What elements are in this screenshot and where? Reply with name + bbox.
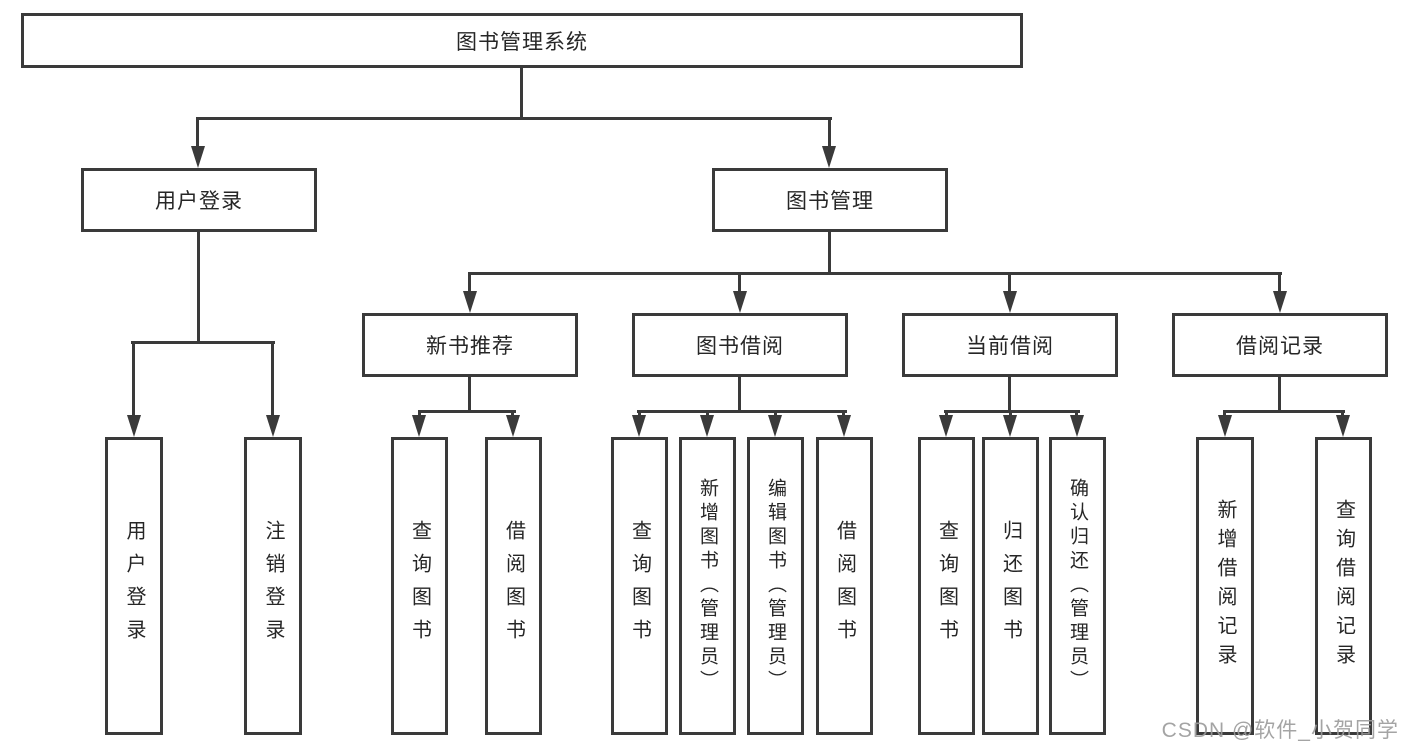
node-book-borrowing: 图书借阅 <box>632 313 848 377</box>
connector-arrow <box>463 291 477 313</box>
leaf-query-books-borrowing-label: 查询图书 <box>628 520 651 652</box>
leaf-logout: 注销登录 <box>244 437 302 735</box>
connector-line <box>706 410 709 418</box>
connector-line <box>1075 410 1078 418</box>
node-user-login-branch: 用户登录 <box>81 168 317 232</box>
connector-arrow <box>822 146 836 168</box>
connector-line <box>1008 272 1011 293</box>
leaf-edit-books-admin: 编辑图书（管理员） <box>747 437 804 735</box>
connector-arrow <box>1003 291 1017 313</box>
leaf-return-books-label: 归还图书 <box>999 520 1022 652</box>
connector-line <box>828 117 831 148</box>
connector-line <box>637 410 847 413</box>
node-borrowing-records: 借阅记录 <box>1172 313 1388 377</box>
connector-line <box>1223 410 1345 413</box>
leaf-add-books-admin-label: 新增图书（管理员） <box>697 478 718 694</box>
node-root-label: 图书管理系统 <box>456 30 588 54</box>
connector-line <box>638 410 641 418</box>
leaf-borrow-books-recommend: 借阅图书 <box>485 437 542 735</box>
node-new-book-recommend-label: 新书推荐 <box>426 335 514 358</box>
connector-line <box>738 272 741 293</box>
connector-arrow <box>768 415 782 437</box>
leaf-query-borrowing-record: 查询借阅记录 <box>1315 437 1372 735</box>
connector-arrow <box>939 415 953 437</box>
leaf-add-books-admin: 新增图书（管理员） <box>679 437 736 735</box>
connector-line <box>1341 410 1344 418</box>
connector-line <box>1009 410 1012 418</box>
connector-line <box>468 377 471 413</box>
connector-line <box>520 68 523 119</box>
connector-arrow <box>1003 415 1017 437</box>
connector-line <box>1278 272 1281 293</box>
connector-line <box>418 410 516 413</box>
node-root-system: 图书管理系统 <box>21 13 1023 68</box>
connector-line <box>944 410 1080 413</box>
leaf-query-borrowing-record-label: 查询借阅记录 <box>1332 499 1355 673</box>
connector-line <box>131 341 275 344</box>
leaf-add-borrowing-record: 新增借阅记录 <box>1196 437 1254 735</box>
node-book-borrowing-label: 图书借阅 <box>696 335 784 358</box>
csdn-watermark: CSDN @软件_小贺同学 <box>1161 719 1399 742</box>
node-borrowing-records-label: 借阅记录 <box>1236 335 1324 358</box>
connector-line <box>418 410 421 418</box>
leaf-edit-books-admin-label: 编辑图书（管理员） <box>765 478 786 694</box>
connector-arrow <box>632 415 646 437</box>
connector-line <box>1008 377 1011 413</box>
connector-arrow <box>1336 415 1350 437</box>
leaf-query-books-recommend-label: 查询图书 <box>408 520 431 652</box>
leaf-query-books-recommend: 查询图书 <box>391 437 448 735</box>
leaf-query-books-current: 查询图书 <box>918 437 975 735</box>
connector-arrow <box>191 146 205 168</box>
connector-arrow <box>1070 415 1084 437</box>
connector-arrow <box>412 415 426 437</box>
connector-line <box>774 410 777 418</box>
connector-arrow <box>733 291 747 313</box>
node-book-management-branch: 图书管理 <box>712 168 948 232</box>
connector-line <box>738 377 741 413</box>
node-current-borrowing: 当前借阅 <box>902 313 1118 377</box>
leaf-confirm-return-admin: 确认归还（管理员） <box>1049 437 1106 735</box>
connector-line <box>1223 410 1226 418</box>
connector-line <box>468 272 1282 275</box>
connector-line <box>511 410 514 418</box>
connector-line <box>468 272 471 293</box>
leaf-confirm-return-admin-label: 确认归还（管理员） <box>1067 478 1088 694</box>
leaf-add-borrowing-record-label: 新增借阅记录 <box>1214 499 1236 673</box>
node-current-borrowing-label: 当前借阅 <box>966 335 1054 358</box>
connector-line <box>271 341 274 417</box>
connector-arrow <box>266 415 280 437</box>
connector-line <box>196 117 199 148</box>
connector-arrow <box>506 415 520 437</box>
connector-arrow <box>1218 415 1232 437</box>
leaf-user-login-label: 用户登录 <box>123 520 145 652</box>
leaf-logout-label: 注销登录 <box>262 520 284 652</box>
connector-arrow <box>127 415 141 437</box>
connector-line <box>842 410 845 418</box>
node-new-book-recommend: 新书推荐 <box>362 313 578 377</box>
node-user-login-branch-label: 用户登录 <box>155 190 243 213</box>
connector-line <box>132 341 135 417</box>
leaf-return-books: 归还图书 <box>982 437 1039 735</box>
connector-arrow <box>1273 291 1287 313</box>
leaf-user-login: 用户登录 <box>105 437 163 735</box>
connector-line <box>945 410 948 418</box>
leaf-query-books-borrowing: 查询图书 <box>611 437 668 735</box>
leaf-query-books-current-label: 查询图书 <box>935 520 958 652</box>
leaf-borrow-books-borrowing-label: 借阅图书 <box>833 520 856 652</box>
connector-line <box>828 232 831 275</box>
connector-line <box>1278 377 1281 413</box>
node-book-management-branch-label: 图书管理 <box>786 190 874 213</box>
connector-line <box>196 117 832 120</box>
connector-arrow <box>837 415 851 437</box>
leaf-borrow-books-borrowing: 借阅图书 <box>816 437 873 735</box>
leaf-borrow-books-recommend-label: 借阅图书 <box>502 520 525 652</box>
connector-line <box>197 232 200 343</box>
connector-arrow <box>700 415 714 437</box>
